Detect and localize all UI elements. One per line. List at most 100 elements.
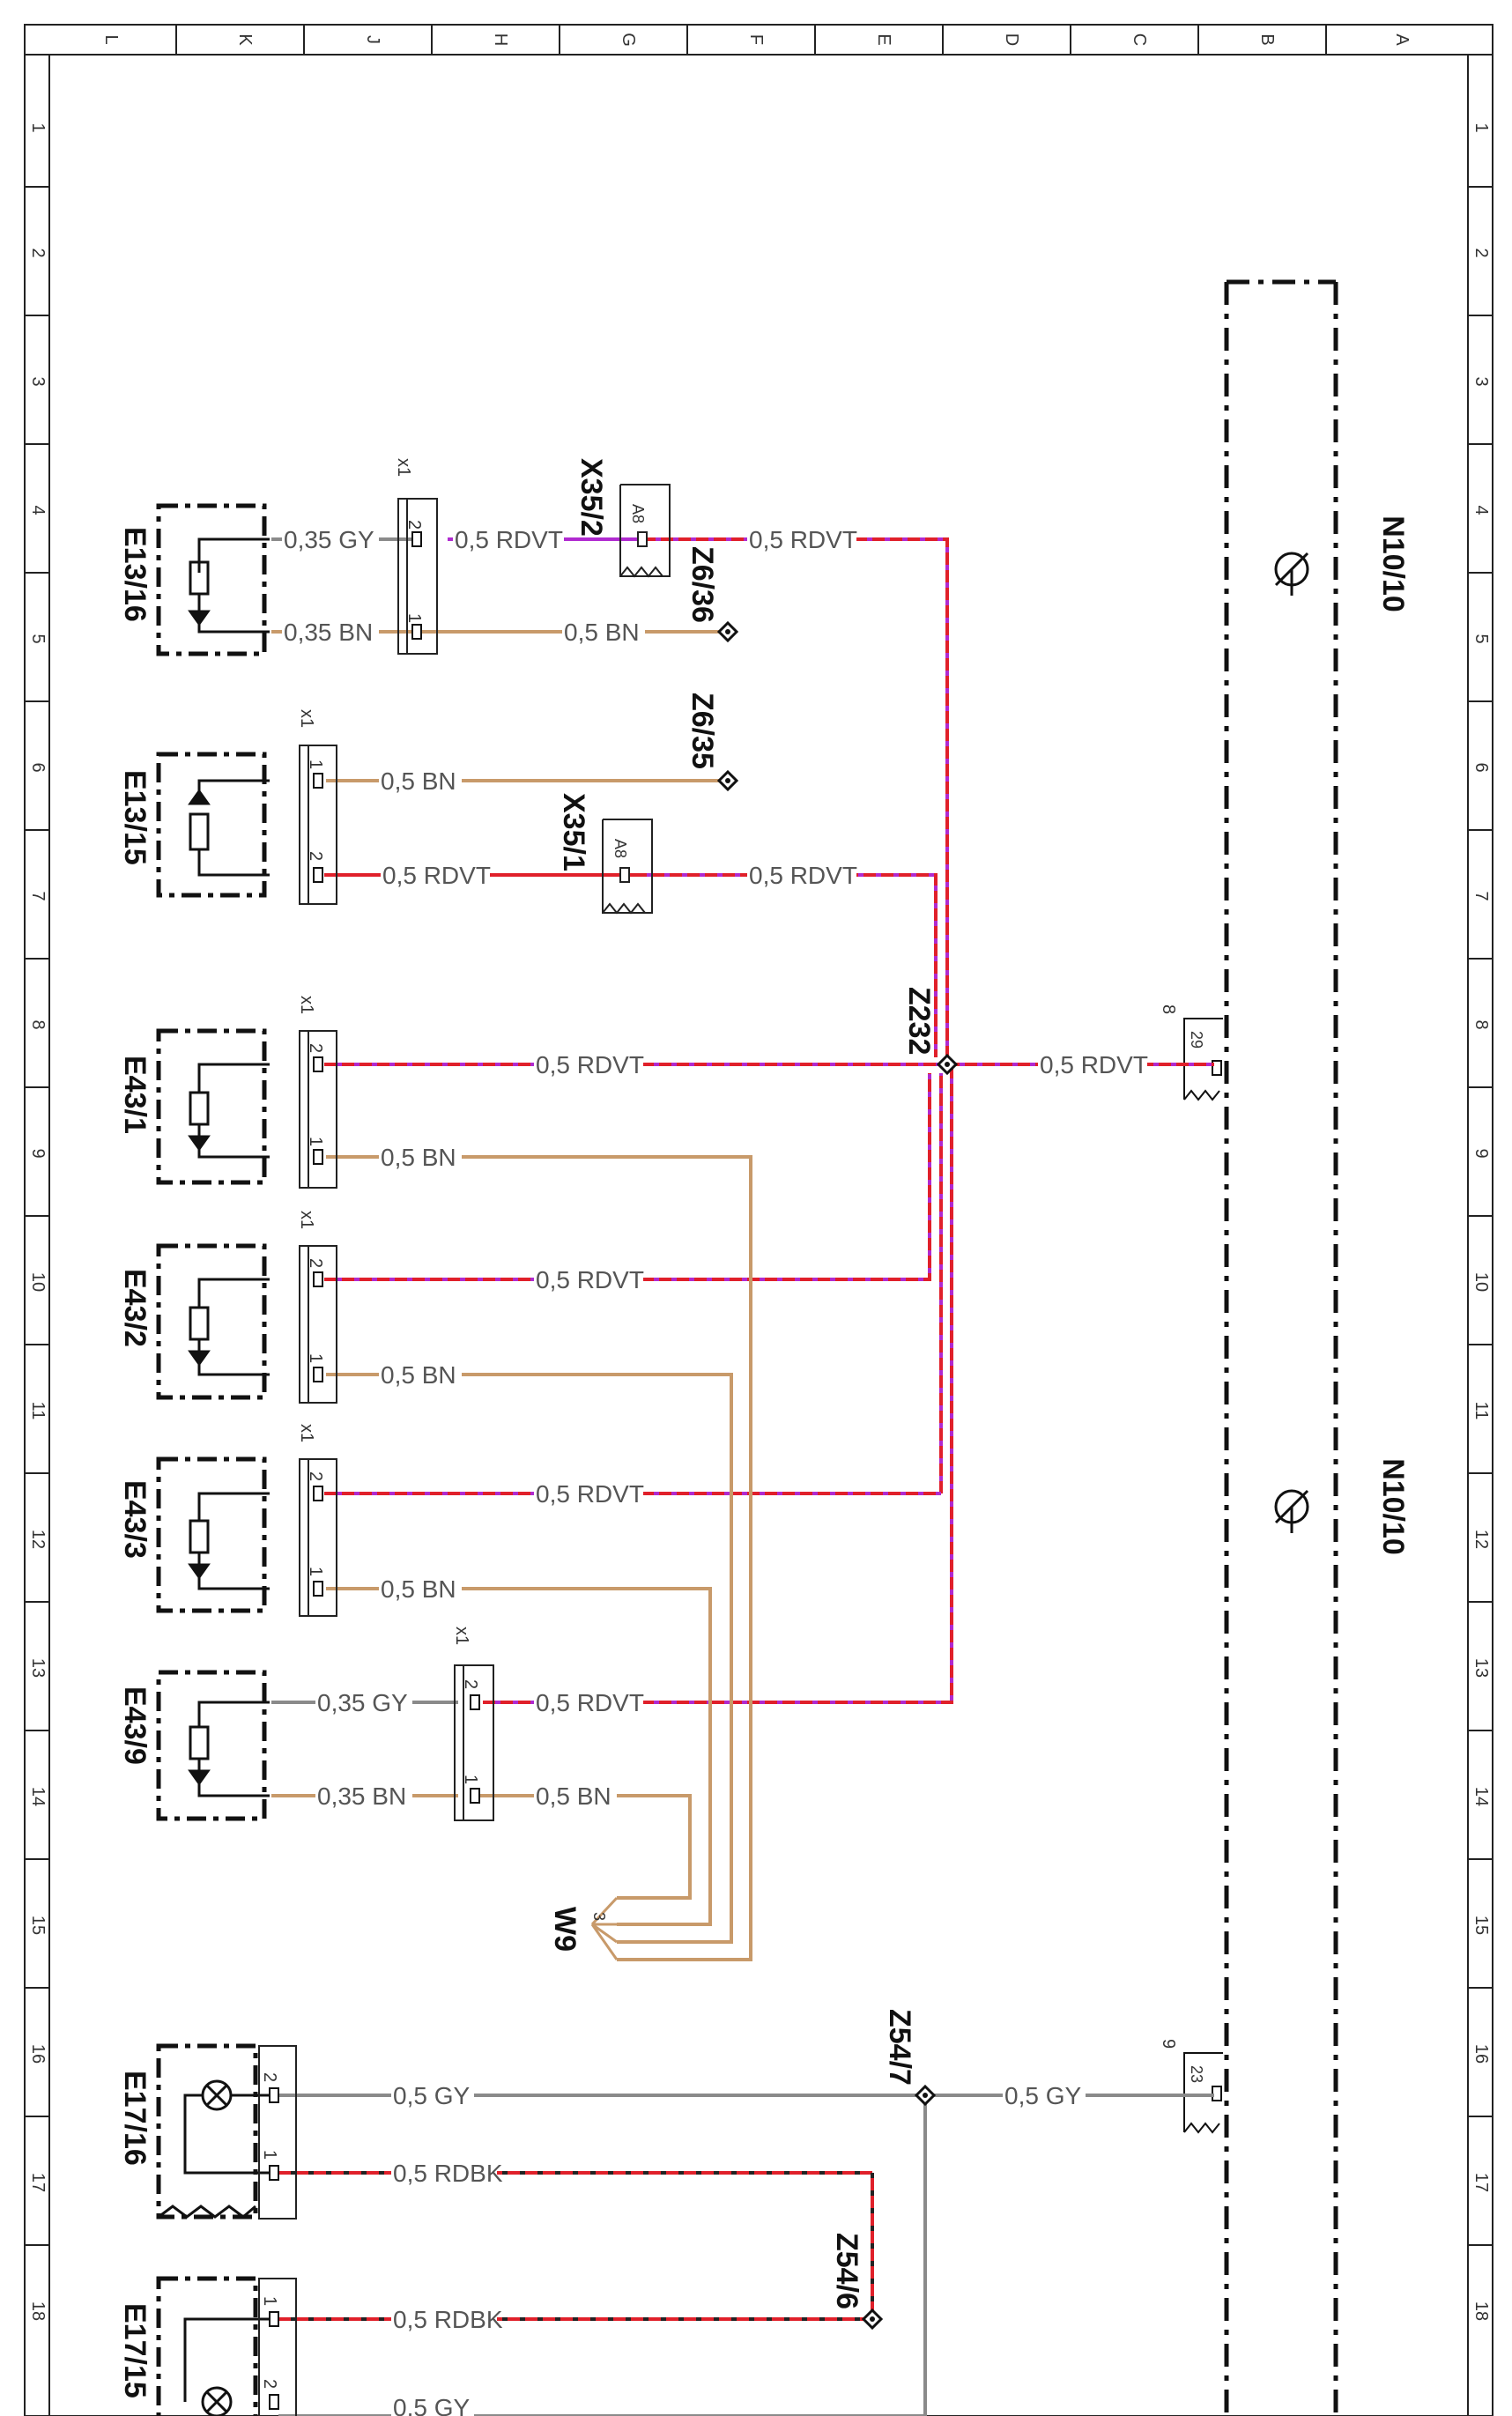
row-label-15-right: 15 [1471, 1916, 1491, 1935]
splice-z6-35-icon [716, 769, 739, 792]
x35-1-label: X35/1 [557, 793, 590, 871]
col-label-h: H [491, 33, 510, 46]
row-label-11: 11 [28, 1402, 48, 1420]
col-label-f: F [746, 34, 766, 45]
led-resistor-symbols [188, 537, 270, 1797]
row-label-12-right: 12 [1471, 1530, 1491, 1549]
n10-module-box [1224, 279, 1338, 2416]
z54-7-label: Z54/7 [883, 2009, 916, 2086]
wire-labels: 0,35 GY 0,35 BN 0,5 RDVT 0,5 BN 0,5 RDVT… [282, 525, 1148, 2416]
splice-z54-6-icon [861, 2308, 884, 2331]
row-label-8: 8 [28, 1019, 48, 1029]
e17-15-label: E17/15 [118, 2303, 152, 2398]
row-label-7-right: 7 [1471, 891, 1491, 900]
x35-2-label: X35/2 [574, 458, 608, 537]
wire-label-e43-9-bn: 0,35 BN [317, 1782, 406, 1810]
wire-label-e43-1-rdvt: 0,5 RDVT [536, 1051, 644, 1078]
rdvt-bus [324, 537, 1214, 1704]
row-label-2-right: 2 [1471, 248, 1491, 257]
row-label-10: 10 [28, 1272, 48, 1292]
wire-label-e17-15-rdbk: 0,5 RDBK [393, 2306, 503, 2333]
x1-label-e13-16: x1 [394, 458, 413, 477]
row-label-4-right: 4 [1471, 505, 1491, 515]
row-label-15: 15 [28, 1916, 48, 1935]
z6-36-label: Z6/36 [686, 546, 719, 623]
z54-6-label: Z54/6 [830, 2233, 863, 2309]
row-label-7: 7 [28, 891, 48, 900]
wire-label-e13-15-rdvt: 0,5 RDVT [382, 862, 491, 889]
pin-2-e43-2: 2 [306, 1258, 325, 1268]
wire-label-x1-e43-9-rdvt: 0,5 RDVT [536, 1689, 644, 1716]
x35-2-pin-a8: A8 [629, 504, 647, 523]
e13-16-label: E13/16 [118, 527, 152, 622]
col-label-e: E [874, 33, 893, 45]
wire-label-x1-e43-9-bn: 0,5 BN [536, 1782, 611, 1810]
row-label-16: 16 [28, 2044, 48, 2064]
drawing-frame [24, 24, 1493, 2416]
column-labels: L K J H G F E D C B A [101, 33, 1412, 47]
row-label-12: 12 [28, 1530, 48, 1549]
x1-label-e43-9: x1 [452, 1627, 471, 1645]
pin-numbers: 2 1 1 2 2 1 2 1 2 1 2 1 2 1 1 2 [260, 520, 480, 2389]
pin-2-e43-9: 2 [461, 1679, 480, 1689]
lamp-icon-e17-16 [158, 2079, 270, 2219]
row-label-6: 6 [28, 762, 48, 772]
pin-2-e43-3: 2 [306, 1471, 325, 1481]
n10-pin-29: 29 [1188, 1031, 1205, 1049]
pin-1-e43-2: 1 [306, 1353, 325, 1363]
x35-1-pin-a8: A8 [611, 839, 629, 858]
wire-label-e17-16-gy: 0,5 GY [393, 2082, 470, 2109]
row-label-16-right: 16 [1471, 2044, 1491, 2064]
pin-2-e17-16: 2 [260, 2072, 279, 2082]
col-label-d: D [1002, 33, 1021, 46]
n10-pin-9: 9 [1159, 2039, 1178, 2049]
col-label-j: J [363, 35, 382, 44]
row-label-1-right: 1 [1471, 122, 1491, 132]
row-label-11-right: 11 [1471, 1402, 1491, 1420]
x1-connectors [258, 498, 494, 2416]
pin-2-e43-1: 2 [306, 1043, 325, 1053]
col-label-c: C [1130, 33, 1149, 46]
x35-2-connector [619, 484, 671, 578]
n10-pin-8: 8 [1159, 1004, 1178, 1014]
row-label-6-right: 6 [1471, 762, 1491, 772]
col-label-k: K [235, 33, 255, 46]
z232-label: Z232 [902, 987, 936, 1056]
ground-symbol-icon-top [1274, 552, 1309, 596]
e43-3-label: E43/3 [118, 1480, 152, 1559]
row-label-14: 14 [28, 1787, 48, 1806]
col-label-g: G [619, 33, 638, 47]
row-label-18-right: 18 [1471, 2301, 1491, 2321]
splice-z6-36-icon [716, 620, 739, 643]
row-label-10-right: 10 [1471, 1272, 1491, 1292]
pin-1-e17-16: 1 [260, 2150, 279, 2160]
col-label-b: B [1257, 33, 1277, 45]
row-label-13-right: 13 [1471, 1658, 1491, 1678]
wire-label-z54-7-gy: 0,5 GY [1004, 2082, 1081, 2109]
row-label-17: 17 [28, 2173, 48, 2192]
w9-pin-3: 3 [590, 1912, 608, 1921]
row-label-2: 2 [28, 248, 48, 257]
wire-label-e43-9-gy: 0,35 GY [317, 1689, 408, 1716]
wire-label-e43-1-bn: 0,5 BN [381, 1144, 456, 1171]
component-boxes [156, 503, 267, 2416]
pin-contacts [269, 531, 480, 2410]
n10-pin-23: 23 [1188, 2065, 1205, 2083]
row-label-1: 1 [28, 122, 48, 132]
lamp-icon-e17-15 [183, 2317, 270, 2416]
col-label-l: L [101, 34, 121, 44]
e43-9-label: E43/9 [118, 1686, 152, 1765]
row-label-5: 5 [28, 634, 48, 643]
n10-label-top: N10/10 [1376, 515, 1410, 612]
row-label-18: 18 [28, 2301, 48, 2321]
row-label-3: 3 [28, 376, 48, 386]
e43-2-label: E43/2 [118, 1269, 152, 1347]
pin-1-e43-3: 1 [306, 1567, 325, 1576]
pin-1-e13-16: 1 [404, 613, 424, 623]
z6-35-label: Z6/35 [686, 693, 719, 769]
gy-wires [271, 537, 1214, 2416]
row-label-5-right: 5 [1471, 634, 1491, 643]
wire-label-x35-1-rdvt: 0,5 RDVT [749, 862, 857, 889]
x35-1-connector [602, 819, 653, 915]
